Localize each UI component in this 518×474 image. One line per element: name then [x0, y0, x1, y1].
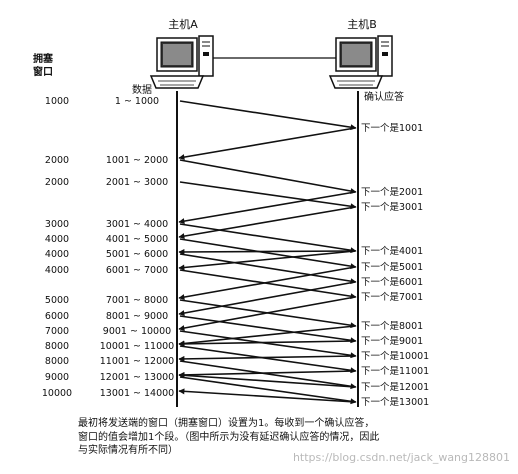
data-segment-arrow [179, 315, 357, 344]
segment-range-label: 6001 ~ 7000 [106, 265, 168, 276]
caption-line-3: 与实际情况有所不同） [78, 445, 178, 456]
ack-return-arrow [178, 372, 356, 388]
segment-range-label: 1 ~ 1000 [115, 96, 159, 107]
ack-next-label: 下一个是2001 [361, 187, 423, 198]
window-size-value: 8000 [45, 341, 69, 352]
segment-range-label: 4001 ~ 5000 [106, 234, 168, 245]
window-size-value: 2000 [45, 177, 69, 188]
ack-header: 确认应答 [364, 90, 404, 103]
window-size-value: 2000 [45, 155, 69, 166]
host-b-label: 主机B [347, 17, 377, 31]
window-size-value: 3000 [45, 219, 69, 230]
ack-return-arrow [178, 325, 356, 347]
ack-return-arrow [178, 250, 356, 271]
segment-range-label: 13001 ~ 14000 [100, 388, 174, 399]
window-header-line1: 拥塞 [33, 52, 54, 65]
host-b-computer-icon [328, 35, 393, 89]
ack-return-arrow [178, 281, 356, 316]
window-size-value: 9000 [45, 372, 69, 383]
ack-next-label: 下一个是13001 [361, 397, 429, 408]
window-size-value: 1000 [45, 96, 69, 107]
data-segment-arrow [179, 345, 357, 374]
ack-return-arrow [178, 355, 356, 362]
window-size-value: 4000 [45, 265, 69, 276]
watermark: https://blog.csdn.net/jack_wang128801 [292, 451, 510, 464]
data-segment-arrow [179, 330, 357, 359]
segment-arrows [178, 100, 357, 405]
ack-next-label: 下一个是8001 [361, 321, 423, 332]
window-size-value: 10000 [42, 388, 72, 399]
segment-range-label: 3001 ~ 4000 [106, 219, 168, 230]
host-a-computer-icon [149, 35, 214, 89]
window-size-value: 6000 [45, 311, 69, 322]
ack-next-label: 下一个是5001 [361, 262, 423, 273]
ack-next-label: 下一个是1001 [361, 123, 423, 134]
segment-range-label: 10001 ~ 11000 [100, 341, 174, 352]
segment-range-label: 11001 ~ 12000 [100, 356, 174, 367]
data-header: 数据 [132, 83, 152, 96]
data-segment-arrow [179, 100, 357, 131]
segment-range-label: 1001 ~ 2000 [106, 155, 168, 166]
data-segment-arrow [179, 253, 357, 285]
data-segment-arrow [179, 269, 357, 300]
data-segment-arrow [179, 223, 357, 254]
data-segment-arrow [179, 238, 357, 270]
segment-range-label: 9001 ~ 10000 [103, 326, 171, 337]
ack-return-arrow [178, 388, 356, 403]
ack-return-arrow [178, 296, 356, 331]
window-size-value: 4000 [45, 249, 69, 260]
data-segment-arrow [179, 376, 357, 405]
segment-range-label: 2001 ~ 3000 [106, 177, 168, 188]
window-size-value: 7000 [45, 326, 69, 337]
ack-next-label: 下一个是3001 [361, 202, 423, 213]
host-a-label: 主机A [168, 17, 198, 31]
window-size-value: 8000 [45, 356, 69, 367]
caption-line-1: 最初将发送端的窗口（拥塞窗口）设置为1。每收到一个确认应答， [78, 418, 375, 429]
caption: 最初将发送端的窗口（拥塞窗口）设置为1。每收到一个确认应答， 窗口的值会增加1个… [78, 417, 498, 458]
window-size-value: 5000 [45, 295, 69, 306]
segment-range-label: 5001 ~ 6000 [106, 249, 168, 260]
ack-return-arrow [178, 370, 356, 378]
segment-range-label: 7001 ~ 8000 [106, 295, 168, 306]
ack-return-arrow [178, 206, 356, 240]
ack-return-arrow [178, 266, 356, 301]
ack-labels: 下一个是1001 下一个是2001 下一个是3001 下一个是4001 下一个是5001… [361, 123, 429, 408]
segment-range-label: 12001 ~ 13000 [100, 372, 174, 383]
ack-return-arrow [178, 340, 356, 347]
ack-return-arrow [178, 191, 356, 225]
data-segment-arrow [179, 360, 357, 390]
segment-range-label: 8001 ~ 9000 [106, 311, 168, 322]
ack-return-arrow [178, 248, 356, 255]
ack-next-label: 下一个是7001 [361, 292, 423, 303]
ack-next-label: 下一个是4001 [361, 246, 423, 257]
ack-next-label: 下一个是10001 [361, 351, 429, 362]
ack-next-label: 下一个是12001 [361, 382, 429, 393]
window-size-value: 4000 [45, 234, 69, 245]
ack-next-label: 下一个是6001 [361, 277, 423, 288]
ack-next-label: 下一个是9001 [361, 336, 423, 347]
ack-next-label: 下一个是11001 [361, 366, 429, 377]
segment-rows: 1000 1 ~ 1000 2000 1001 ~ 2000 2000 2001 ~ 30… [42, 96, 174, 399]
data-segment-arrow [179, 159, 357, 194]
caption-line-2: 窗口的值会增加1个段。（图中所示为没有延迟确认应答的情况，因此 [78, 431, 380, 443]
ack-return-arrow [178, 127, 356, 161]
data-segment-arrow [179, 181, 357, 210]
window-header-line2: 窗口 [33, 65, 53, 78]
